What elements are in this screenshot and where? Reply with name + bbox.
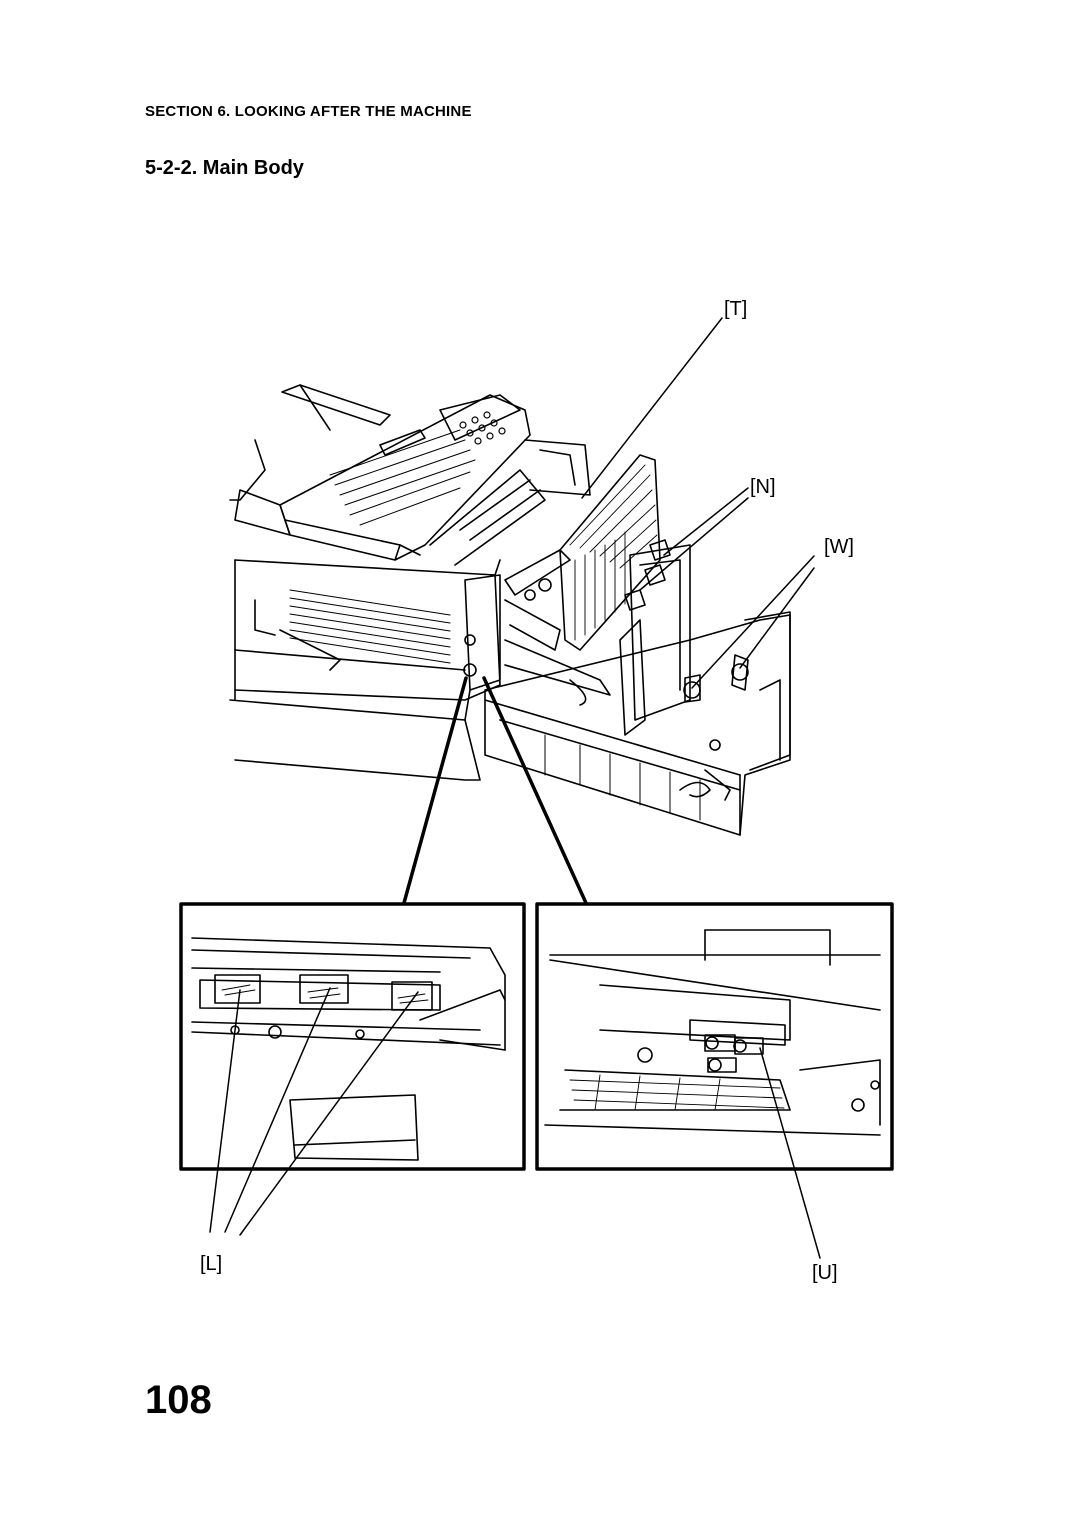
machine-body-drawing — [229, 384, 791, 836]
detail-inset-right — [535, 902, 894, 1171]
callout-t: [T] — [724, 298, 748, 320]
callout-l: [L] — [200, 1253, 223, 1275]
subsection-title: 5-2-2. Main Body — [145, 157, 304, 179]
callout-w: [W] — [824, 536, 854, 558]
callout-n: [N] — [750, 476, 776, 498]
section-header: SECTION 6. LOOKING AFTER THE MACHINE — [145, 103, 472, 120]
leader-lines-main — [581, 317, 815, 689]
callout-u: [U] — [812, 1262, 838, 1284]
detail-inset-left — [179, 902, 526, 1171]
detail-connector-lines — [402, 676, 588, 905]
leader-lines-detail — [209, 987, 821, 1259]
page-number: 108 — [145, 1378, 212, 1422]
